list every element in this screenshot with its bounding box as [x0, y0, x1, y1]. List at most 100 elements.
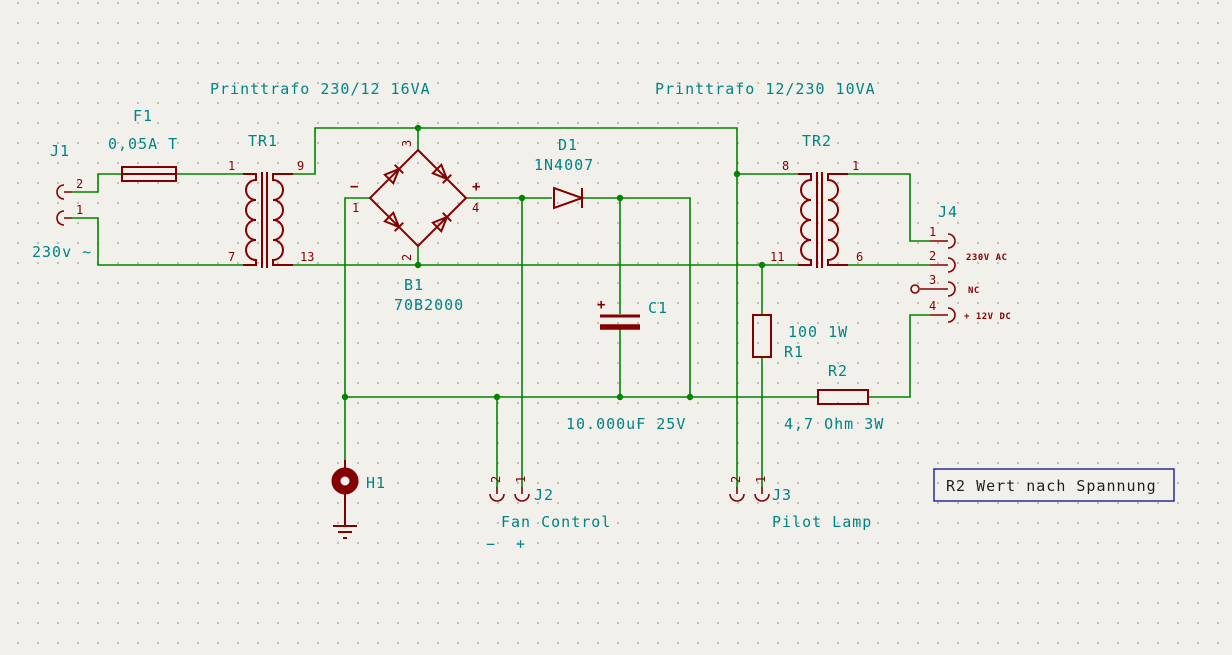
- f1-value-label: 0,05A T: [108, 135, 178, 153]
- junction: [493, 393, 501, 401]
- j3-pin-1-number: 1: [754, 476, 768, 483]
- junction: [733, 170, 741, 178]
- c1-plus-mark: +: [597, 297, 605, 313]
- wire: [344, 197, 370, 460]
- b1-pin-4-number: 4: [472, 201, 479, 215]
- diode-triangle: [553, 186, 585, 210]
- note-box: R2 Wert nach Spannung: [933, 468, 1175, 502]
- socket-pin-icon: [56, 184, 72, 200]
- component-h1-mounting-hole: H1: [331, 460, 386, 539]
- tr2-core: [816, 172, 823, 268]
- j4-ref-label: J4: [938, 203, 958, 221]
- b1-value-label: 70B2000: [394, 296, 464, 314]
- j1-pin-2-number: 2: [76, 177, 83, 191]
- note-box-text: R2 Wert nach Spannung: [946, 477, 1157, 495]
- b1-pin-1-number: 1: [352, 201, 359, 215]
- wires: [72, 127, 930, 487]
- tr1-pin-1-number: 1: [228, 159, 235, 173]
- mounting-hole-icon: [331, 467, 359, 495]
- tr1-core: [261, 172, 268, 268]
- b1-pin-2-number: 2: [400, 254, 414, 261]
- r1-ref-label: R1: [784, 343, 804, 361]
- socket-pin-icon: [489, 487, 505, 502]
- j4-pin-1-number: 1: [929, 225, 936, 239]
- title-trafo-left: Printtrafo 230/12 16VA: [210, 80, 431, 98]
- title-trafo-right: Printtrafo 12/230 10VA: [655, 80, 876, 98]
- j3-function-label: Pilot Lamp: [772, 513, 872, 531]
- wire: [848, 173, 930, 242]
- junction: [616, 194, 624, 202]
- junction: [518, 194, 526, 202]
- j2-pin-1-number: 1: [514, 476, 528, 483]
- bridge-diode-icon: [431, 163, 452, 184]
- component-j2-connector: 2 1 J2 Fan Control − +: [486, 476, 610, 553]
- component-j1-connector: J1 2 1 230v ~: [32, 142, 92, 261]
- j2-plus-mark: +: [516, 535, 526, 553]
- junction: [616, 393, 624, 401]
- b1-minus-mark: −: [350, 179, 358, 195]
- j1-pin-1-number: 1: [76, 203, 83, 217]
- socket-pin-icon: [930, 233, 956, 249]
- tr2-pin-6-number: 6: [856, 250, 863, 264]
- component-j4-connector: J4 1 2 3 4 230V AC NC + 12V DC: [910, 203, 1011, 323]
- component-r1-resistor: 100 1W R1: [752, 314, 848, 361]
- j3-pin-2-number: 2: [729, 476, 743, 483]
- component-j3-connector: 2 1 J3 Pilot Lamp: [729, 476, 872, 531]
- junction: [341, 393, 349, 401]
- socket-pin-icon: [729, 487, 745, 502]
- wire: [72, 217, 243, 266]
- r1-value-label: 100 1W: [788, 323, 848, 341]
- d1-ref-label: D1: [558, 136, 578, 154]
- component-c1-capacitor: + C1 10.000uF 25V: [566, 297, 685, 433]
- j4-label-230v-ac: 230V AC: [966, 253, 1007, 263]
- tr2-primary-winding: [798, 173, 812, 266]
- bridge-diode-icon: [383, 164, 404, 185]
- junction: [686, 393, 694, 401]
- socket-pin-icon: [930, 257, 956, 273]
- b1-ref-label: B1: [404, 276, 424, 294]
- note-box-border: [933, 468, 1175, 502]
- tr2-secondary-winding: [827, 173, 848, 266]
- socket-pin-icon: [754, 487, 770, 502]
- bridge-diode-icon: [383, 211, 404, 232]
- j4-pin-4-number: 4: [929, 299, 936, 313]
- no-connect-icon: [910, 284, 920, 294]
- ground-symbol-icon: [333, 525, 357, 539]
- j4-label-12v-dc: + 12V DC: [964, 312, 1011, 322]
- junction: [414, 261, 422, 269]
- r2-value-label: 4,7 Ohm 3W: [784, 415, 884, 433]
- socket-pin-icon: [920, 281, 956, 297]
- component-tr1-transformer: TR1 1 7 9 13: [228, 132, 314, 268]
- component-tr2-transformer: TR2 8 11 1 6: [770, 132, 863, 268]
- component-r2-resistor: R2 4,7 Ohm 3W: [784, 362, 884, 433]
- wire: [72, 173, 122, 193]
- tr2-pin-8-number: 8: [782, 159, 789, 173]
- bridge-diode-icon: [431, 212, 452, 233]
- tr1-primary-winding: [243, 173, 257, 266]
- socket-pin-icon: [930, 307, 956, 323]
- tr2-pin-11-number: 11: [770, 250, 784, 264]
- j2-pin-2-number: 2: [489, 476, 503, 483]
- r2-body: [817, 389, 869, 405]
- junction: [758, 261, 766, 269]
- component-b1-bridge: − + 1 4 3 2 B1 70B2000: [350, 140, 480, 314]
- tr2-pin-1-number: 1: [852, 159, 859, 173]
- mains-voltage-label: 230v ~: [32, 243, 92, 261]
- r2-ref-label: R2: [828, 362, 848, 380]
- j2-minus-mark: −: [486, 535, 496, 553]
- j4-label-nc: NC: [968, 286, 980, 296]
- j3-ref-label: J3: [772, 486, 792, 504]
- tr1-pin-7-number: 7: [228, 250, 235, 264]
- junction: [414, 124, 422, 132]
- tr1-pin-13-number: 13: [300, 250, 314, 264]
- tr2-ref-label: TR2: [802, 132, 832, 150]
- wire: [293, 127, 738, 487]
- socket-pin-icon: [56, 210, 72, 226]
- tr1-ref-label: TR1: [248, 132, 278, 150]
- component-f1-fuse: F1 0,05A T: [108, 107, 178, 182]
- junction-dots: [341, 124, 766, 401]
- h1-ref-label: H1: [366, 474, 386, 492]
- wire: [868, 314, 930, 398]
- j4-pin-3-number: 3: [929, 273, 936, 287]
- component-d1-diode: D1 1N4007: [534, 136, 593, 210]
